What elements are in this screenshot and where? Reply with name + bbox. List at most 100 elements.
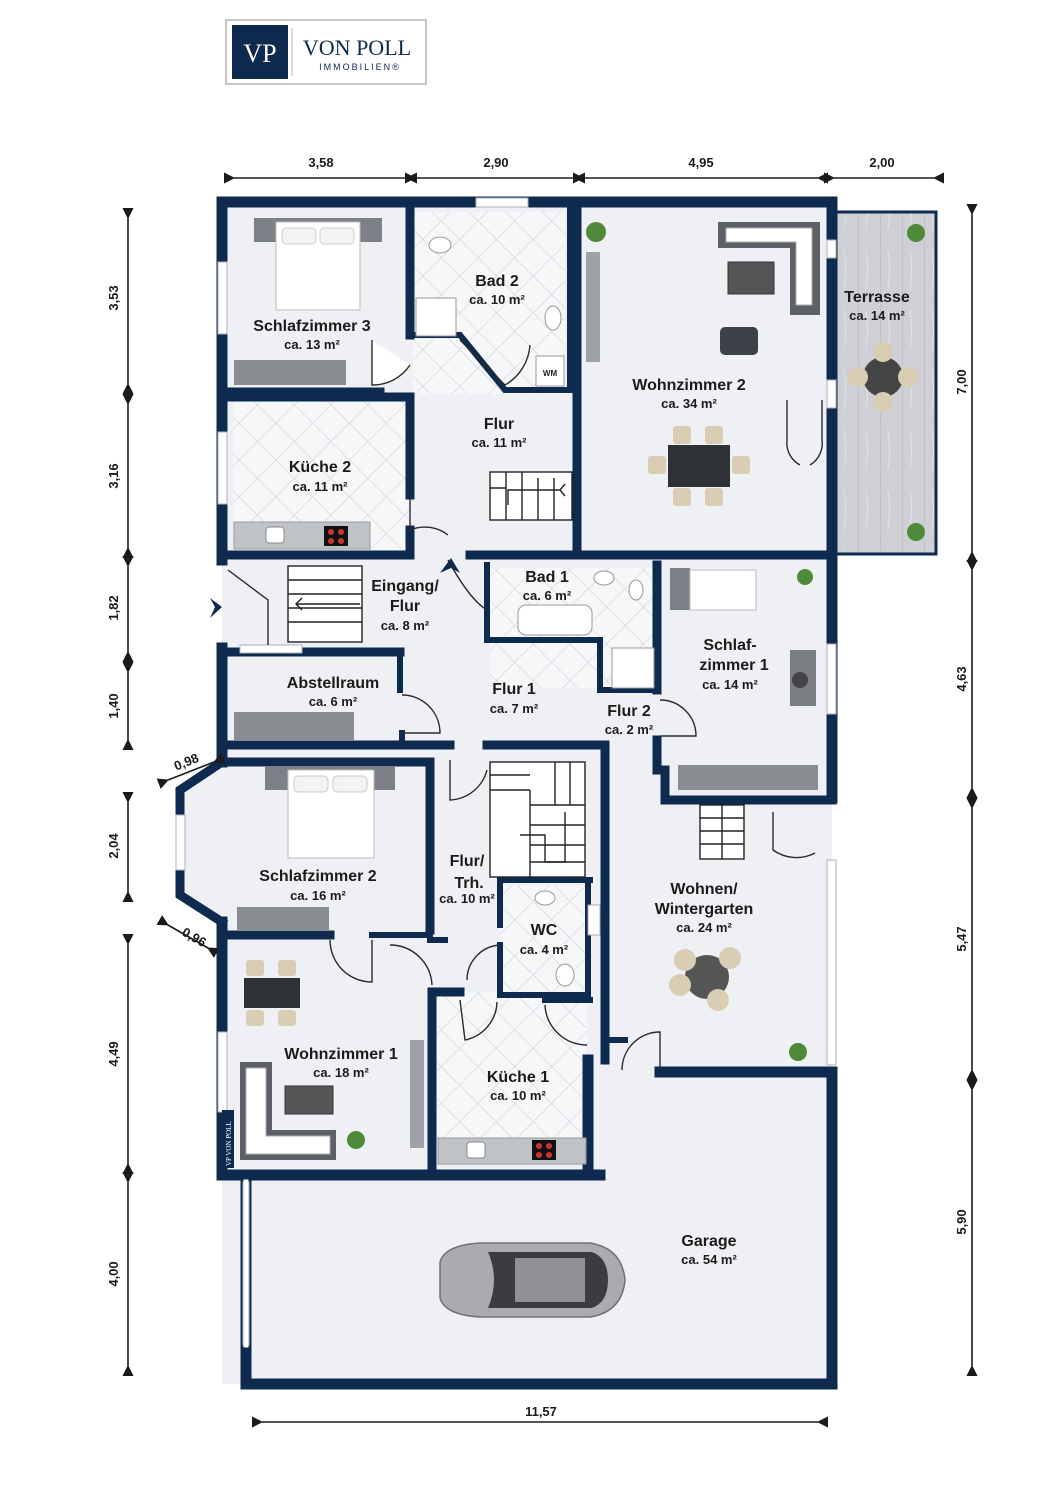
room-labels: Schlafzimmer 3 ca. 13 m² Bad 2 ca. 10 m²… — [253, 273, 910, 1267]
sink-icon — [555, 963, 575, 987]
dim-left-1: 3,53 — [106, 285, 121, 310]
kitchen-counter-icon — [233, 521, 371, 550]
sofa-icon — [240, 1062, 336, 1160]
walls — [175, 196, 938, 1390]
room-schlafzimmer-3-area: ca. 13 m² — [284, 337, 340, 352]
doors — [227, 339, 823, 1071]
dim-right-2: 4,63 — [954, 666, 969, 691]
logo-sub: IMMOBILIEN® — [319, 62, 401, 72]
room-garage-name: Garage — [681, 1233, 736, 1250]
room-schlafzimmer-3-name: Schlafzimmer 3 — [253, 318, 370, 335]
room-schlafzimmer-2-area: ca. 16 m² — [290, 888, 346, 903]
logo: VP VON POLL IMMOBILIEN® — [225, 19, 427, 85]
dim-top-1: 3,58 — [308, 155, 333, 170]
room-flur-2-name: Flur 2 — [607, 703, 651, 720]
room-flur-1-name: Flur 1 — [492, 681, 536, 698]
room-eingang-flur-name-1: Eingang/ — [371, 578, 439, 595]
room-abstellraum-area: ca. 6 m² — [309, 694, 358, 709]
wardrobe-icon — [234, 360, 346, 385]
bed-icon — [254, 218, 382, 311]
toilet-icon — [593, 570, 615, 586]
room-terrasse-area: ca. 14 m² — [849, 308, 905, 323]
bathtub-icon — [517, 604, 593, 636]
room-abstellraum-name: Abstellraum — [287, 675, 379, 692]
room-schlafzimmer-1-name-2: zimmer 1 — [699, 657, 768, 674]
dim-left-2: 3,16 — [106, 463, 121, 488]
room-wc-area: ca. 4 m² — [520, 942, 569, 957]
wardrobe-icon — [237, 907, 329, 931]
dim-left-5: 2,04 — [106, 833, 121, 859]
room-bad-1-name: Bad 1 — [525, 569, 569, 586]
dim-top-4: 2,00 — [869, 155, 894, 170]
room-garage-area: ca. 54 m² — [681, 1252, 737, 1267]
room-kueche-1-name: Küche 1 — [487, 1069, 549, 1086]
shelf-icon — [234, 712, 354, 740]
room-bad-2-name: Bad 2 — [475, 273, 519, 290]
room-flur-name: Flur — [484, 416, 514, 433]
plant-icon — [347, 222, 925, 1149]
windows — [175, 197, 837, 1113]
dim-right-3: 5,47 — [954, 926, 969, 951]
dim-top-3: 4,95 — [688, 155, 713, 170]
car-icon — [439, 1242, 626, 1318]
room-wohnen-wintergarten-name-2: Wintergarten — [655, 901, 754, 918]
dim-left-6: 4,49 — [106, 1041, 121, 1066]
tv-icon — [410, 1040, 424, 1148]
room-flur-trh-name-1: Flur/ — [450, 853, 485, 870]
entrance-arrow-icon — [440, 558, 460, 573]
room-schlafzimmer-1-name-1: Schlaf- — [703, 637, 756, 654]
dim-bottom: 11,57 — [525, 1404, 557, 1419]
room-wohnen-wintergarten-name-1: Wohnen/ — [670, 881, 738, 898]
room-wohnzimmer-1-area: ca. 18 m² — [313, 1065, 369, 1080]
dining-table-icon — [648, 426, 750, 506]
room-flur-2-area: ca. 2 m² — [605, 722, 654, 737]
tv-icon — [586, 252, 600, 362]
desk-icon — [790, 650, 816, 706]
room-flur-trh-name-2: Trh. — [454, 875, 483, 892]
wm-label: WM — [543, 369, 558, 378]
entry-markers — [210, 558, 460, 618]
room-wohnzimmer-1-name: Wohnzimmer 1 — [284, 1046, 398, 1063]
dim-top-2: 2,90 — [483, 155, 508, 170]
dim-left-4: 1,40 — [106, 693, 121, 718]
dim-right-4: 5,90 — [954, 1209, 969, 1234]
shower-icon — [611, 647, 655, 689]
toilet-icon — [428, 236, 452, 254]
room-schlafzimmer-2-name: Schlafzimmer 2 — [259, 868, 376, 885]
bed-icon — [670, 568, 757, 611]
room-flur-1-area: ca. 7 m² — [490, 701, 539, 716]
room-flur-area: ca. 11 m² — [472, 435, 528, 450]
coffee-table-icon — [284, 1085, 334, 1115]
sink-icon — [628, 579, 644, 601]
logo-mark: VP — [243, 39, 276, 68]
mini-logo: VP VON POLL — [222, 1110, 234, 1168]
entrance-arrow-icon — [210, 598, 222, 618]
room-schlafzimmer-1-area: ca. 14 m² — [702, 677, 758, 692]
room-wohnzimmer-2-area: ca. 34 m² — [661, 396, 717, 411]
armchair-icon — [720, 327, 758, 355]
dimension-lines — [122, 172, 978, 1428]
svg-text:VP VON POLL: VP VON POLL — [225, 1121, 233, 1166]
room-eingang-flur-area: ca. 8 m² — [381, 618, 430, 633]
room-bad-2-area: ca. 10 m² — [469, 292, 525, 307]
room-wc-name: WC — [531, 922, 558, 939]
room-wohnen-wintergarten-area: ca. 24 m² — [676, 920, 732, 935]
dim-left-7: 4,00 — [106, 1261, 121, 1286]
shower-icon — [415, 297, 457, 337]
room-terrasse-name: Terrasse — [844, 289, 910, 306]
sofa-icon — [718, 222, 820, 315]
dim-diag-1: 0,98 — [172, 750, 201, 773]
room-bad-1-area: ca. 6 m² — [523, 588, 572, 603]
kitchen-counter-icon — [437, 1137, 587, 1165]
round-table-icon — [669, 947, 741, 1011]
dim-right-1: 7,00 — [954, 369, 969, 394]
room-kueche-2-name: Küche 2 — [289, 459, 351, 476]
room-flur-trh-area: ca. 10 m² — [439, 891, 495, 906]
toilet-icon — [534, 890, 556, 906]
washing-machine-icon — [535, 355, 565, 387]
dim-left-3: 1,82 — [106, 595, 121, 620]
wardrobe-icon — [678, 765, 818, 790]
room-kueche-1-area: ca. 10 m² — [490, 1088, 546, 1103]
room-kueche-2-area: ca. 11 m² — [293, 479, 349, 494]
